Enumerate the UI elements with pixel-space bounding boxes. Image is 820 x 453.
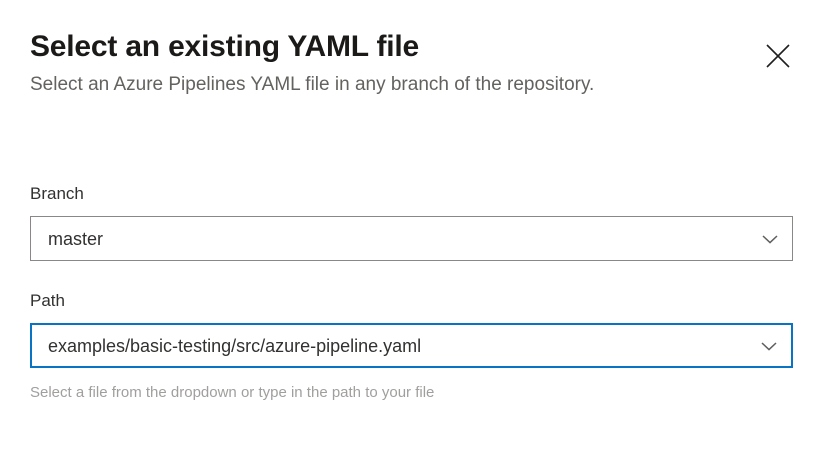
branch-label: Branch — [30, 184, 84, 203]
path-chevron-down-icon[interactable] — [747, 324, 791, 367]
path-hint-text: Select a file from the dropdown or type … — [30, 384, 435, 401]
path-dropdown[interactable] — [30, 323, 793, 368]
path-input[interactable] — [32, 332, 747, 359]
page-title: Select an existing YAML file — [30, 30, 419, 63]
close-icon — [763, 41, 793, 71]
path-field-group: Path Select a file from the dropdown or … — [30, 289, 793, 404]
branch-input[interactable] — [31, 225, 748, 252]
branch-chevron-down-icon[interactable] — [748, 217, 792, 260]
dialog-subtitle: Select an Azure Pipelines YAML file in a… — [30, 74, 595, 95]
dialog-header: Select an existing YAML file Select an A… — [30, 28, 790, 100]
branch-dropdown[interactable] — [30, 216, 793, 261]
close-button[interactable] — [754, 32, 802, 80]
branch-field-group: Branch — [30, 182, 793, 261]
path-label: Path — [30, 291, 65, 310]
yaml-file-form: Branch Path Select a file — [30, 182, 793, 404]
